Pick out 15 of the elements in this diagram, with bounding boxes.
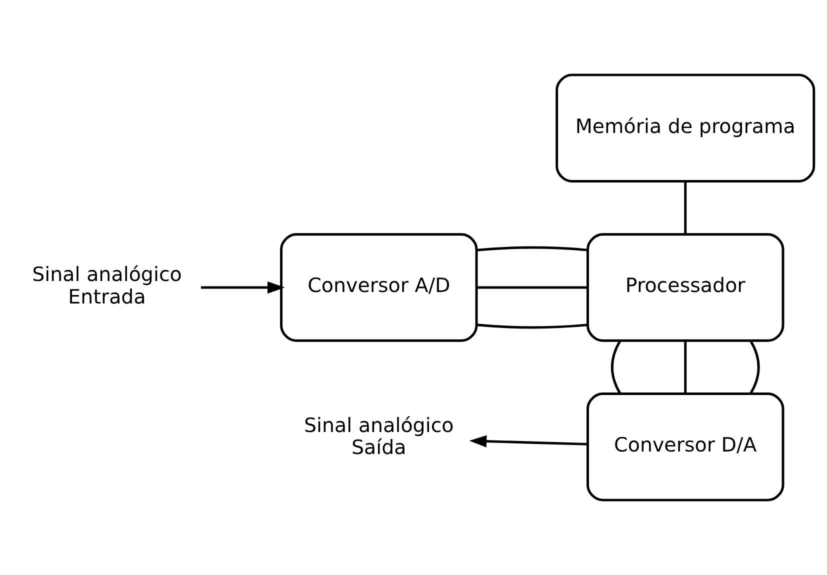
- connector: [476, 286, 588, 289]
- connector: [684, 182, 687, 234]
- connector: [476, 246, 588, 252]
- node-box: Memória de programa: [556, 74, 816, 182]
- node-text: Sinal analógico Saída: [304, 414, 454, 460]
- connector: [610, 340, 622, 394]
- connector: [684, 341, 687, 394]
- arrow: [200, 281, 285, 294]
- node-box: Processador: [586, 233, 784, 342]
- arrow: [469, 435, 588, 448]
- connector: [476, 324, 588, 329]
- node-box: Conversor D/A: [586, 392, 784, 502]
- connector: [749, 340, 760, 394]
- node-text: Sinal analógico Entrada: [32, 263, 182, 308]
- node-box: Conversor A/D: [280, 233, 478, 342]
